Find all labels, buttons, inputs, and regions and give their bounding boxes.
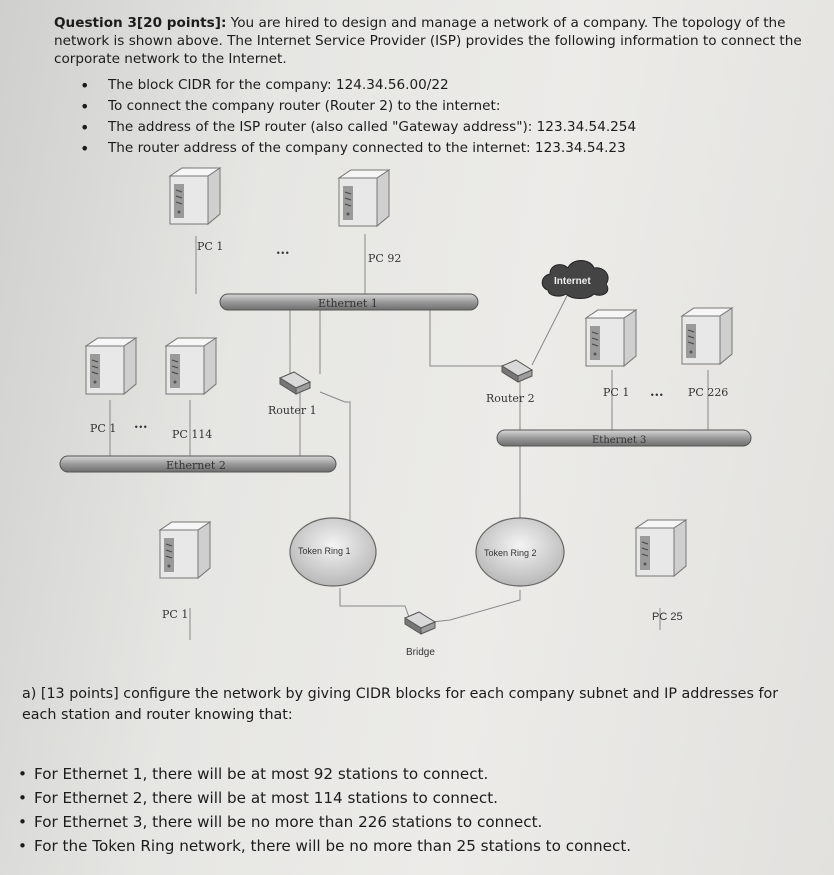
internet-cloud-icon (541, 260, 609, 299)
ethernet3-bus (496, 429, 752, 447)
label-pc92: PC 92 (368, 252, 401, 265)
label-token-ring1: Token Ring 1 (298, 546, 351, 556)
pc1-token-ring-icon (159, 521, 211, 579)
requirement-item: For Ethernet 1, there will be at most 92… (18, 762, 631, 786)
router1-icon (279, 371, 311, 395)
pc1-eth2-icon (85, 337, 137, 395)
label-token-ring2: Token Ring 2 (484, 548, 537, 558)
ethernet1-bus (219, 293, 479, 311)
label-ethernet3: Ethernet 3 (592, 435, 646, 446)
network-topology-diagram: PC 1 ... PC 92 Ethernet 1 Internet Route… (59, 167, 752, 658)
label-router2: Router 2 (486, 392, 535, 405)
requirement-item: For the Token Ring network, there will b… (18, 834, 631, 858)
label-internet: Internet (554, 276, 591, 287)
label-dots-eth3: ... (650, 385, 664, 400)
label-dots-eth1: ... (276, 243, 290, 258)
requirement-item: For Ethernet 2, there will be at most 11… (18, 786, 631, 810)
pc92-icon (338, 169, 390, 227)
pc1-eth1-icon (169, 167, 221, 225)
label-ethernet2: Ethernet 2 (166, 459, 226, 472)
isp-info-item: The address of the ISP router (also call… (78, 117, 636, 138)
ethernet2-bus (59, 455, 337, 473)
label-pc226: PC 226 (688, 386, 728, 399)
token-ring2-shape (475, 517, 565, 587)
label-pc114: PC 114 (172, 428, 212, 441)
label-router1: Router 1 (268, 404, 317, 417)
isp-info-item: To connect the company router (Router 2)… (78, 96, 636, 117)
label-pc1-eth1: PC 1 (197, 240, 223, 253)
label-pc1-eth3: PC 1 (603, 386, 629, 399)
requirement-item: For Ethernet 3, there will be no more th… (18, 810, 631, 834)
router2-icon (501, 359, 533, 383)
pc114-icon (165, 337, 217, 395)
label-dots-eth2: ... (134, 417, 148, 432)
isp-info-item: The router address of the company connec… (78, 138, 636, 159)
label-ethernet1: Ethernet 1 (318, 297, 378, 310)
bridge-icon (404, 611, 436, 635)
token-ring1-shape (289, 517, 377, 587)
pc1-eth3-icon (585, 309, 637, 367)
question-statement: Question 3[20 points]: You are hired to … (54, 14, 814, 68)
requirements-list: For Ethernet 1, there will be at most 92… (18, 762, 631, 858)
label-bridge: Bridge (406, 647, 435, 658)
question-heading: Question 3[20 points]: (54, 15, 227, 31)
part-a-statement: a) [13 points] configure the network by … (22, 686, 779, 723)
question-intro: You are hired to design and manage a net… (54, 15, 802, 67)
isp-info-item: The block CIDR for the company: 124.34.5… (78, 75, 636, 96)
pc25-icon (635, 519, 687, 577)
isp-info-list: The block CIDR for the company: 124.34.5… (78, 75, 636, 159)
pc226-icon (681, 307, 733, 365)
label-pc1-eth2: PC 1 (90, 422, 116, 435)
label-pc25: PC 25 (652, 611, 683, 623)
label-pc1-token-ring: PC 1 (162, 608, 188, 621)
